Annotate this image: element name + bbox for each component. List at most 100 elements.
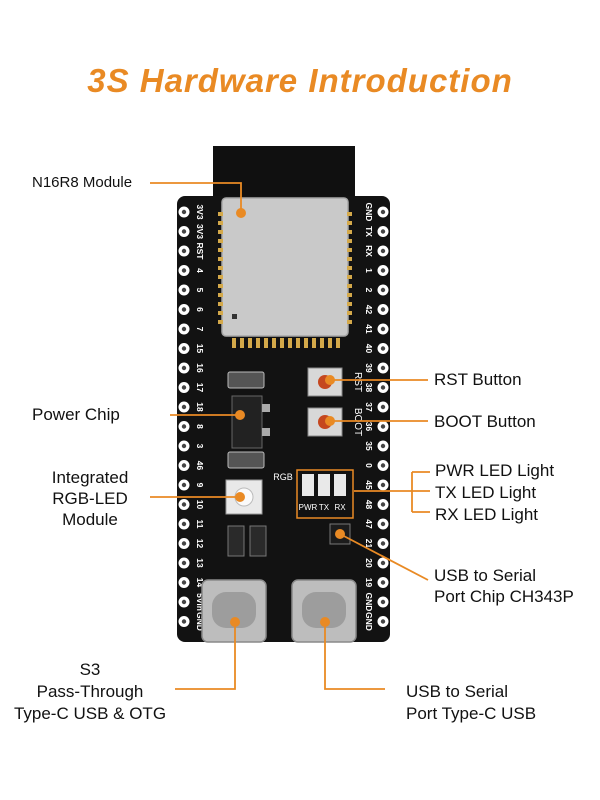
capacitor-component xyxy=(227,451,265,469)
header-pin-hole xyxy=(380,580,386,585)
pin-label-right: 39 xyxy=(364,363,374,373)
usb-c-otg-port xyxy=(212,592,256,628)
pin-label-right: GND xyxy=(364,593,374,612)
label-rgb-line2: RGB-LED xyxy=(52,489,128,508)
left-header-pins xyxy=(178,206,190,627)
header-pin-hole xyxy=(380,424,386,429)
module-pad xyxy=(218,284,223,288)
header-pin-hole xyxy=(181,599,187,605)
label-rx-led: RX LED Light xyxy=(435,505,538,524)
leader-ch343 xyxy=(339,533,429,581)
leader-otg xyxy=(175,622,236,690)
pin-label-left: 17 xyxy=(195,383,205,393)
module-pad xyxy=(320,338,324,348)
module-pad xyxy=(347,320,352,324)
label-otg-line2: Pass-Through xyxy=(36,682,144,701)
pwr-led xyxy=(302,474,314,496)
header-pin-hole xyxy=(380,346,386,351)
header-pin-hole xyxy=(181,287,187,293)
module-pad xyxy=(218,230,223,234)
module-pad xyxy=(218,302,223,306)
header-pin-hole xyxy=(181,346,187,351)
header-pin-hole xyxy=(380,248,386,254)
header-pin-hole xyxy=(380,229,386,234)
diode xyxy=(227,525,245,557)
module-pad xyxy=(218,311,223,315)
pin-label-left: RST xyxy=(195,243,205,261)
module-pad xyxy=(296,338,300,348)
header-pin-hole xyxy=(380,502,386,507)
module-pad xyxy=(218,257,223,261)
pin-label-right: 0 xyxy=(364,463,374,468)
header-pin-hole xyxy=(380,541,386,546)
pin-label-left: 10 xyxy=(195,500,205,510)
module-pad xyxy=(336,338,340,348)
label-power-chip: Power Chip xyxy=(32,405,120,424)
pin-label-right: 20 xyxy=(364,558,374,568)
label-tx-led: TX LED Light xyxy=(435,483,537,502)
right-header-pins xyxy=(377,206,389,627)
power-chip-pad xyxy=(262,428,270,436)
module-pad xyxy=(347,284,352,288)
label-rgb-line1: Integrated xyxy=(51,468,129,487)
left-pin-labels: 3V33V3RST4567151617188346910111213145Vin… xyxy=(195,204,205,631)
module-dot xyxy=(232,314,237,319)
dot-rgb xyxy=(235,492,245,502)
power-chip xyxy=(231,395,263,449)
leader-dots xyxy=(230,208,345,627)
header-pin-hole xyxy=(380,287,386,293)
pin-label-right: 38 xyxy=(364,383,374,393)
header-pin-hole xyxy=(181,209,187,215)
header-pin-hole xyxy=(380,482,386,488)
tx-silkscreen: TX xyxy=(319,503,330,512)
module-pad xyxy=(280,338,284,348)
module-pad xyxy=(347,248,352,252)
header-pin-hole xyxy=(181,385,187,390)
pin-label-left: 5Vin xyxy=(195,593,205,611)
header-pin-hole xyxy=(380,307,386,312)
module-pad xyxy=(347,293,352,297)
pin-label-left: 3V3 xyxy=(195,224,205,239)
module-shield xyxy=(221,197,349,337)
label-ch343-line1: USB to Serial xyxy=(434,566,537,585)
module-pad xyxy=(218,221,223,225)
module-pad xyxy=(347,275,352,279)
module-pad xyxy=(312,338,316,348)
pin-label-right: 47 xyxy=(364,519,374,529)
module-pad xyxy=(218,320,223,324)
label-module: N16R8 Module xyxy=(32,174,133,191)
module-pads xyxy=(218,212,352,348)
pin-label-right: 19 xyxy=(364,578,374,588)
header-pin-hole xyxy=(181,248,187,254)
header-pin-hole xyxy=(380,599,386,605)
module-pad xyxy=(218,239,223,243)
pin-label-left: 11 xyxy=(195,520,205,529)
pin-label-left: 3V3 xyxy=(195,204,205,219)
module-pad xyxy=(288,338,292,348)
rx-led xyxy=(334,474,346,496)
pin-label-right: 42 xyxy=(364,305,374,315)
rgb-silkscreen: RGB xyxy=(273,472,293,482)
header-pin-hole xyxy=(181,521,187,527)
pin-label-left: 14 xyxy=(195,578,205,588)
label-usb-line2: Port Type-C USB xyxy=(406,704,537,723)
pin-label-right: TX xyxy=(364,226,374,237)
rx-silkscreen: RX xyxy=(334,503,346,512)
dot-module xyxy=(236,208,246,218)
leader-module xyxy=(150,182,242,213)
pin-label-left: 12 xyxy=(195,539,205,549)
header-pin-hole xyxy=(181,307,187,312)
header-pin-hole xyxy=(380,619,386,624)
pin-label-left: 8 xyxy=(195,424,205,429)
header-pin-hole xyxy=(181,443,187,449)
rst-silkscreen: RST xyxy=(352,372,363,392)
dot-boot xyxy=(325,416,335,426)
pin-label-right: GND xyxy=(364,203,374,222)
pin-label-left: 13 xyxy=(195,558,205,568)
pwr-silkscreen: PWR xyxy=(299,503,318,512)
header-pin-hole xyxy=(181,268,187,273)
module-pad xyxy=(218,293,223,297)
right-pin-labels: GNDTXRX1242414039383736350454847212019GN… xyxy=(364,203,374,631)
module-pad xyxy=(328,338,332,348)
pin-label-right: 37 xyxy=(364,402,374,412)
